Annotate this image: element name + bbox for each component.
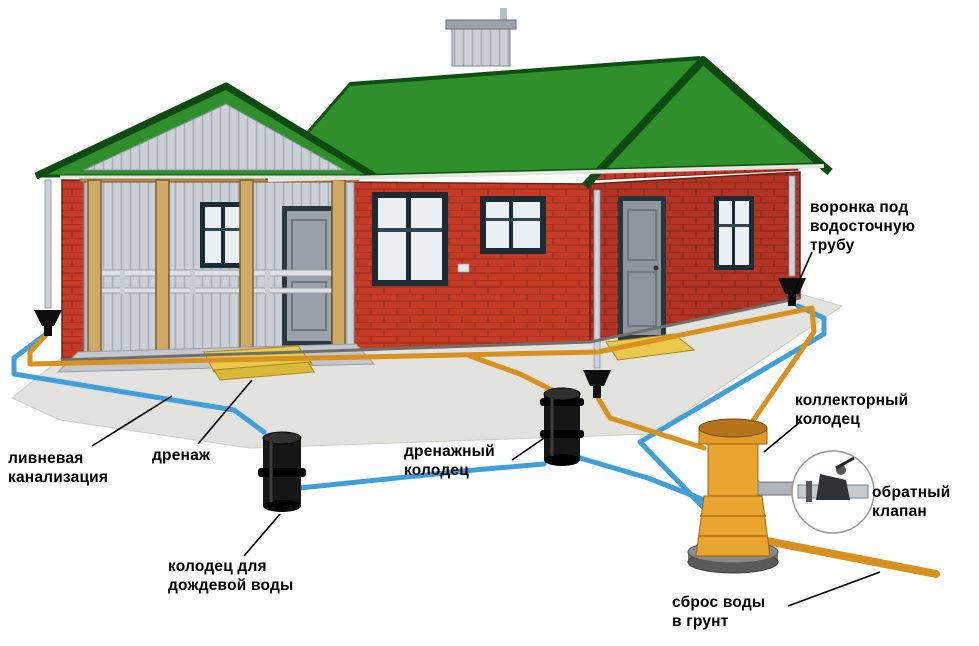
front-window-large [372, 192, 448, 286]
downspout-pipes [44, 175, 796, 369]
left-barge-board [34, 82, 376, 180]
label-line: канализация [8, 469, 109, 486]
label-drainage: дренаж [152, 446, 210, 465]
porch-rail-top [91, 269, 339, 277]
label-line: колодец для [168, 558, 267, 575]
label-line: сброс воды [672, 594, 766, 611]
discharge-pipe [758, 536, 940, 578]
label-downspout-funnel: воронка под водосточную трубу [810, 198, 915, 255]
label-line: водосточную [810, 218, 916, 235]
storm-sewer-pipe [11, 303, 827, 511]
roof-ridge [349, 56, 701, 86]
label-line: трубу [810, 237, 855, 254]
porch-step-lower [213, 361, 315, 381]
check-valve-icon [816, 474, 850, 500]
side-window [714, 196, 754, 270]
label-line: дождевой воды [168, 577, 294, 594]
label-line: коллекторный [795, 392, 909, 409]
chimney [445, 8, 517, 67]
label-line: дренаж [152, 447, 211, 464]
door-step [605, 333, 696, 361]
leader-lines [91, 251, 881, 607]
funnel-left-icon [34, 310, 62, 326]
label-line: дренажный [404, 443, 495, 460]
drainage-well [540, 387, 584, 466]
house [34, 8, 833, 381]
collector-well [687, 418, 779, 574]
right-barge-board [582, 56, 833, 189]
label-check-valve: обратный клапан [872, 483, 950, 521]
porch [56, 169, 376, 381]
rail-post [265, 270, 270, 294]
label-line: колодец [404, 462, 469, 479]
label-line: в грунт [672, 613, 729, 630]
label-collector-well: коллекторный колодец [795, 391, 908, 429]
drainage-pipe [27, 305, 817, 451]
label-rainwater-well: колодец для дождевой воды [168, 557, 293, 595]
entrance-door [618, 196, 666, 340]
rail-post [120, 270, 125, 294]
roof [34, 56, 833, 189]
label-line: обратный [872, 484, 951, 501]
label-drainage-well: дренажный колодец [404, 442, 495, 480]
label-storm-sewer: ливневая канализация [8, 449, 108, 487]
rainwater-well [258, 431, 306, 512]
label-line: воронка под [810, 199, 909, 216]
check-valve-inset [791, 450, 875, 534]
front-window-small [480, 196, 546, 254]
wall-vent [457, 263, 470, 273]
label-discharge: сброс воды в грунт [672, 593, 765, 631]
label-line: ливневая [8, 450, 84, 467]
porch-rail-bottom [91, 287, 339, 294]
porch-window [200, 202, 248, 268]
eave-trim [267, 164, 825, 182]
left-gable-pediment [83, 103, 346, 171]
funnel-middle-icon [583, 370, 611, 386]
porch-columns [87, 179, 346, 353]
foundation-line [61, 296, 801, 362]
label-line: клапан [872, 503, 927, 520]
rail-post [190, 270, 195, 294]
label-line: колодец [795, 411, 860, 428]
